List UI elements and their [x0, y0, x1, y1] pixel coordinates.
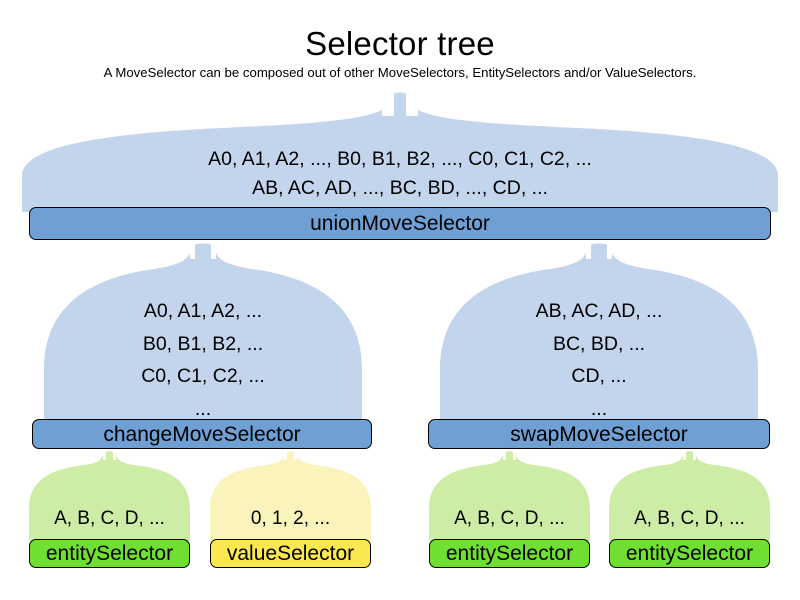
- node-entity-selector-3[interactable]: A, B, C, D, ...: [609, 451, 770, 541]
- label-change-move-selector[interactable]: changeMoveSelector: [32, 419, 372, 449]
- swap-arrow-shape: [440, 243, 758, 423]
- page-subtitle: A MoveSelector can be composed out of ot…: [103, 65, 697, 80]
- label-value-selector[interactable]: valueSelector: [210, 539, 371, 568]
- node-change-move-selector[interactable]: A0, A1, A2, ... B0, B1, B2, ... C0, C1, …: [44, 243, 362, 423]
- label-entity-selector-1-text: entitySelector: [45, 542, 174, 565]
- node-union-move-selector[interactable]: A0, A1, A2, ..., B0, B1, B2, ..., C0, C1…: [22, 92, 778, 212]
- node-entity-selector-2[interactable]: A, B, C, D, ...: [429, 451, 590, 541]
- entity-selector-2-arrow-shape: [429, 451, 590, 541]
- node-swap-move-selector[interactable]: AB, AC, AD, ... BC, BD, ... CD, ... ...: [440, 243, 758, 423]
- change-arrow-shape: [44, 243, 362, 423]
- label-entity-selector-2[interactable]: entitySelector: [429, 539, 590, 568]
- entity-selector-1-arrow-shape: [29, 451, 190, 541]
- node-value-selector[interactable]: 0, 1, 2, ...: [210, 451, 371, 541]
- label-entity-selector-3[interactable]: entitySelector: [609, 539, 770, 568]
- label-entity-selector-3-text: entitySelector: [625, 542, 754, 565]
- value-selector-arrow-shape: [210, 451, 371, 541]
- union-arrow-shape: [22, 92, 778, 212]
- label-union-move-selector-text: unionMoveSelector: [310, 212, 490, 235]
- label-change-move-selector-text: changeMoveSelector: [103, 422, 301, 446]
- entity-selector-3-arrow-shape: [609, 451, 770, 541]
- page-title: Selector tree: [305, 25, 495, 62]
- label-entity-selector-2-text: entitySelector: [445, 542, 574, 565]
- label-union-move-selector[interactable]: unionMoveSelector: [29, 207, 771, 240]
- node-entity-selector-1[interactable]: A, B, C, D, ...: [29, 451, 190, 541]
- label-entity-selector-1[interactable]: entitySelector: [29, 539, 190, 568]
- label-swap-move-selector-text: swapMoveSelector: [510, 422, 688, 446]
- label-value-selector-text: valueSelector: [226, 542, 355, 565]
- label-swap-move-selector[interactable]: swapMoveSelector: [428, 419, 770, 449]
